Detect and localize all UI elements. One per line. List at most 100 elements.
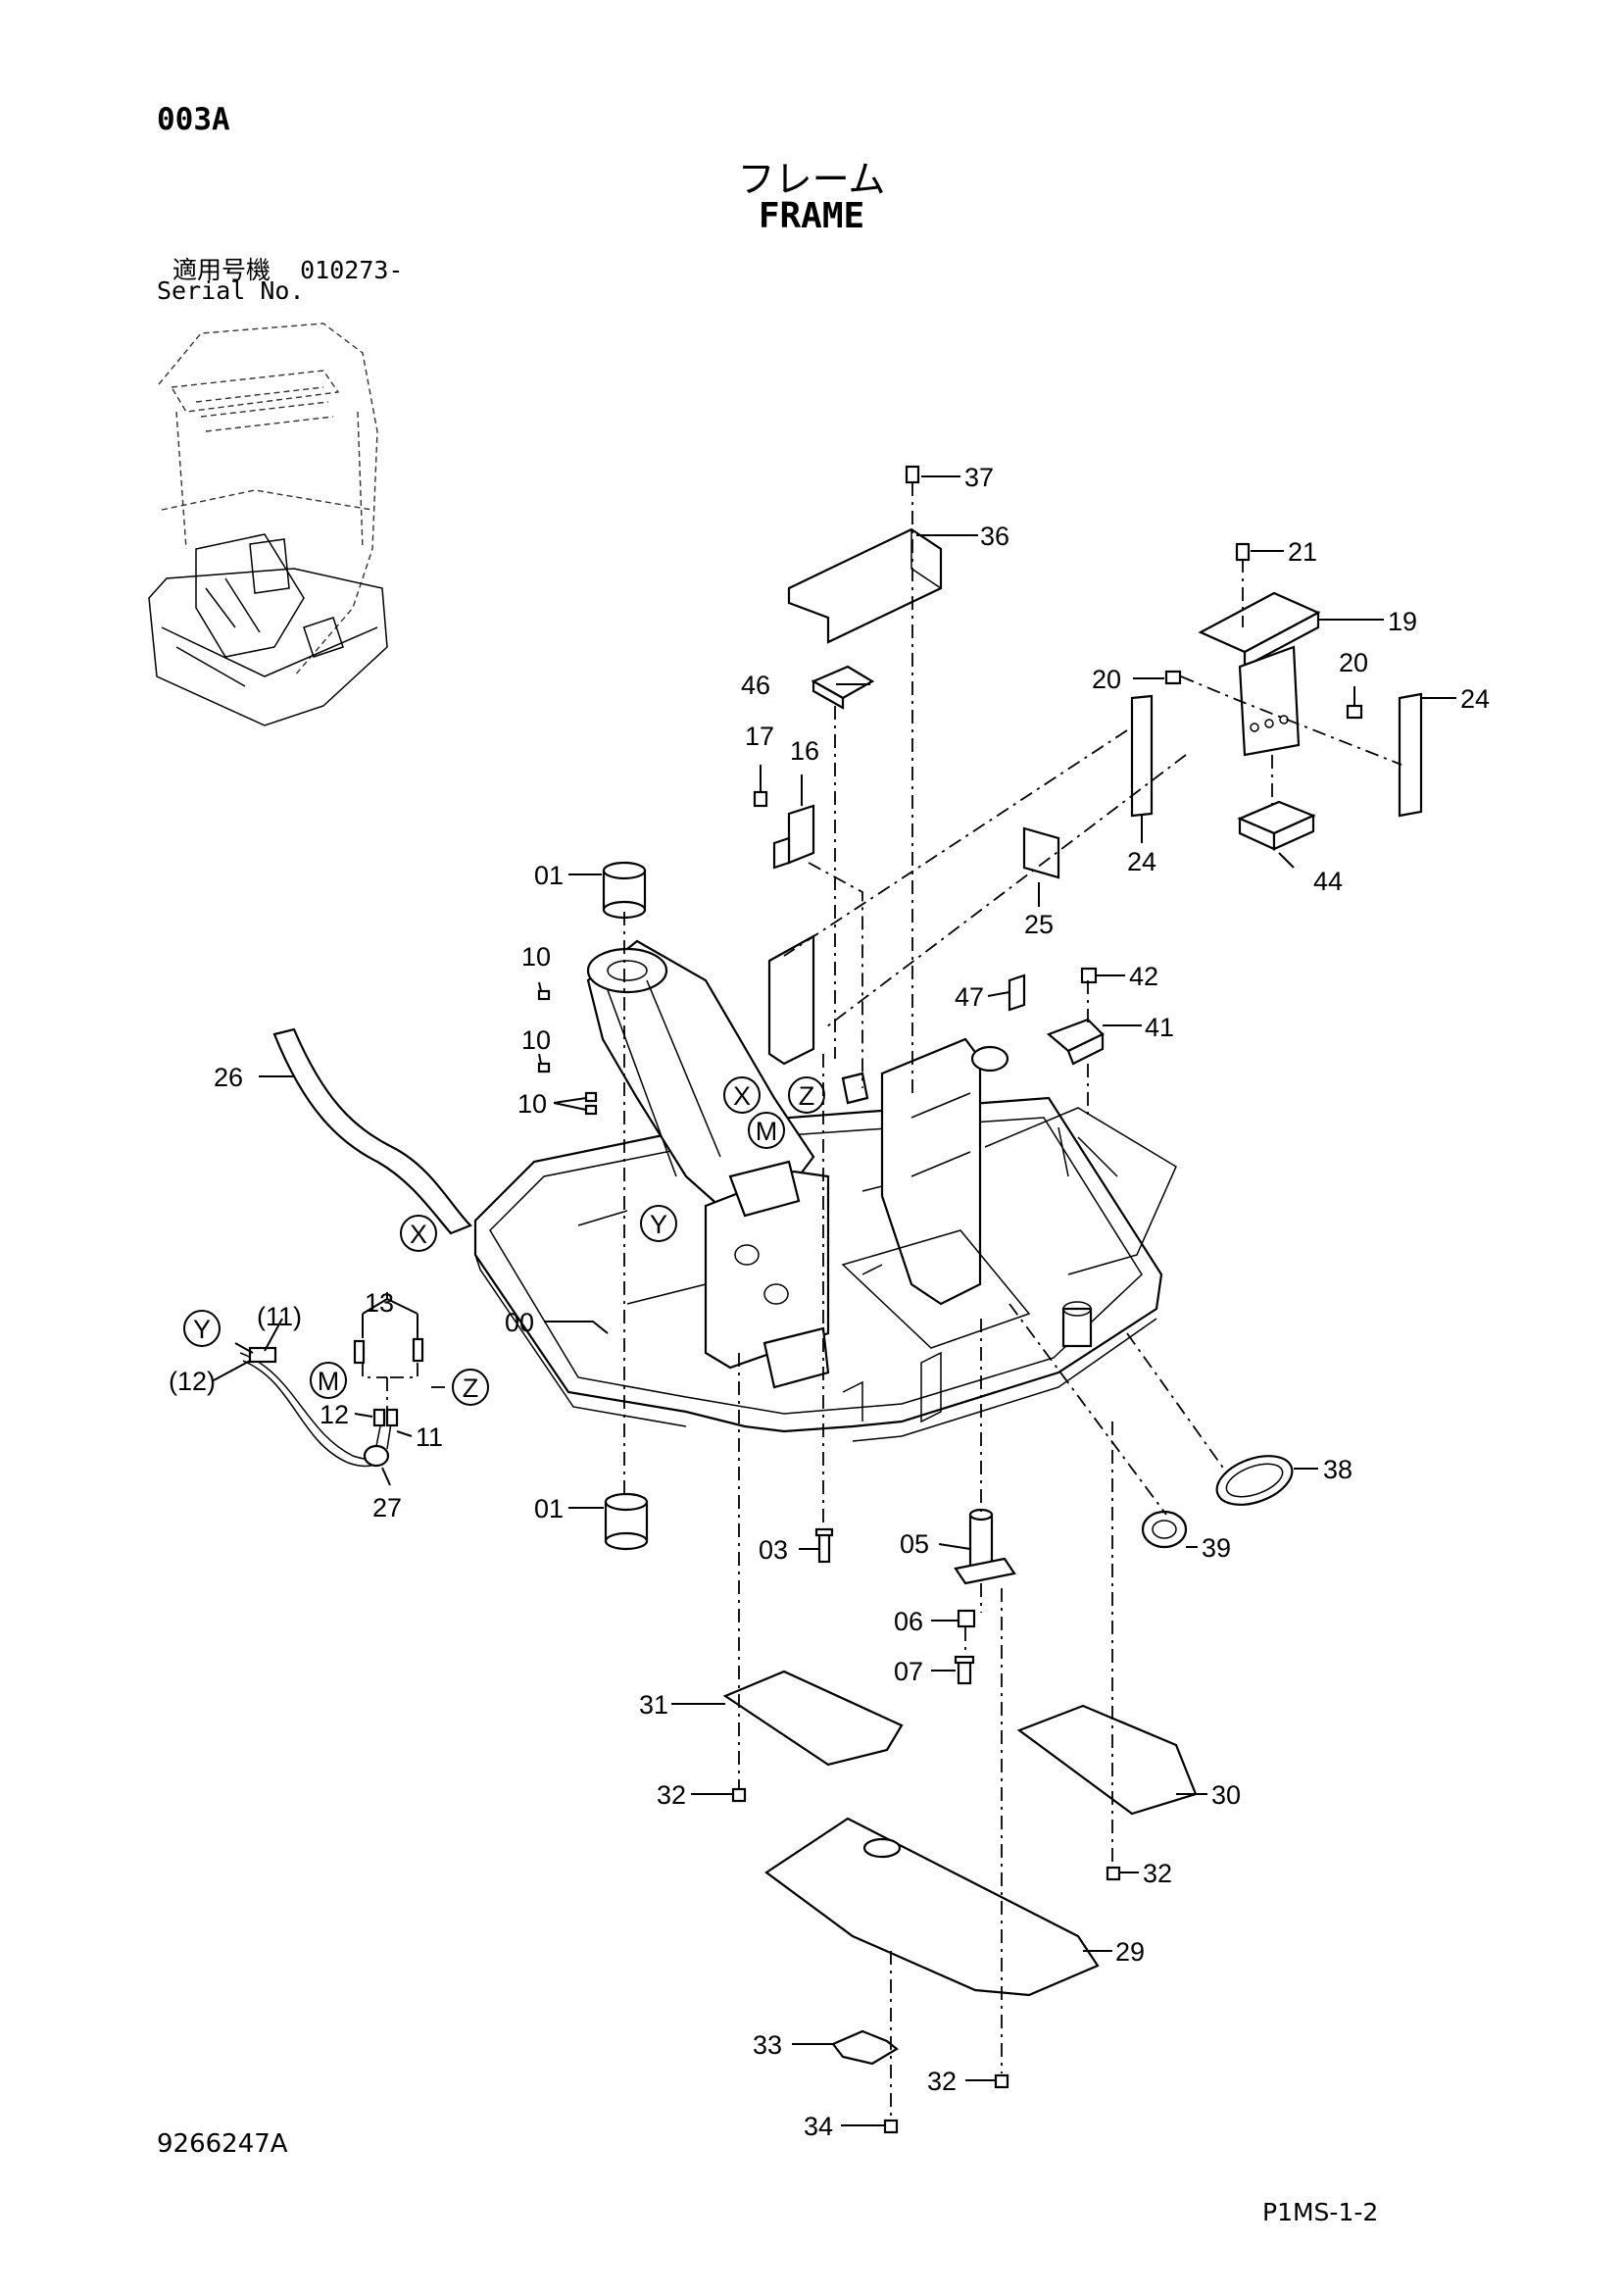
bushing-upper [602,861,647,920]
bolt-10b [537,1062,551,1073]
page-reference: P1MS-1-2 [1262,2198,1379,2226]
bolt-10a [537,989,551,1001]
page-title-en: FRAME [758,196,865,236]
bolt-03 [814,1527,834,1564]
callout-31: 31 [639,1690,668,1720]
callout-32-left: 32 [657,1780,686,1810]
callout-42: 42 [1129,962,1158,991]
callout-03: 03 [759,1535,788,1565]
callout-30: 30 [1211,1780,1241,1810]
bolt-07 [954,1655,975,1685]
plate-31 [722,1670,904,1767]
bolt-34 [883,2119,899,2134]
callout-12-paren: (12) [169,1367,216,1396]
svg-text:X: X [410,1220,427,1249]
callout-38: 38 [1323,1455,1352,1484]
callout-36: 36 [980,522,1009,551]
svg-text:Y: Y [650,1210,667,1239]
bolt-32b [1106,1866,1121,1881]
svg-text:M: M [318,1367,340,1396]
assembly-lines [362,482,1402,2121]
callout-01-lower: 01 [534,1494,564,1523]
marker-m-frame: M [748,1112,785,1149]
hose-26 [272,1027,472,1235]
bracket-19-support [1238,645,1301,757]
bolt-20-right [1346,704,1363,720]
callout-41: 41 [1145,1013,1174,1042]
callout-12: 12 [320,1400,349,1429]
callout-29: 29 [1115,1937,1145,1967]
bolt-32c [994,2073,1009,2089]
connector-13 [353,1337,424,1365]
marker-x-hose: X [400,1215,437,1252]
machine-overview-thumbnail [148,323,388,726]
block-44 [1237,800,1316,851]
bolt-10c [584,1091,598,1116]
callout-24-right: 24 [1460,684,1490,714]
harness-27 [239,1346,399,1468]
marker-y-frame: Y [640,1205,677,1242]
clip-47 [1008,973,1026,1012]
bolt-21 [1235,542,1251,562]
bushing-lower [604,1492,649,1551]
bracket-41 [1046,1018,1105,1066]
plate-30 [1016,1704,1198,1816]
callout-24-left: 24 [1127,847,1156,876]
callout-06: 06 [894,1607,923,1636]
document-number: 9266247A [157,2129,288,2159]
bolt-42 [1080,967,1098,984]
bracket-16 [772,804,815,870]
callout-44: 44 [1313,867,1343,896]
serial-range: 適用号機 010273- [172,251,403,286]
callout-10-a: 10 [521,942,551,972]
callout-32-right: 32 [1143,1859,1172,1888]
callout-10-b: 10 [521,1025,551,1055]
leader-lines [213,475,1456,2126]
callout-32-bottom: 32 [927,2067,957,2096]
callout-39: 39 [1202,1533,1231,1563]
svg-text:Y: Y [193,1315,211,1344]
bolt-17 [753,790,768,808]
callout-27: 27 [372,1493,402,1522]
bolt-37 [905,465,920,484]
callout-25: 25 [1024,910,1054,939]
serial-value: 010273- [300,256,404,284]
callout-17: 17 [745,722,774,751]
bolt-32a [731,1787,747,1803]
callout-34: 34 [804,2112,833,2141]
callout-11: 11 [416,1423,443,1452]
cover-36 [787,527,943,644]
callout-11-paren: (11) [257,1302,302,1331]
strip-24-right [1398,692,1423,818]
svg-text:M: M [756,1117,778,1146]
reference-markers: X M Z Y X Y M Z [183,1076,825,1406]
page-title-jp: フレーム [737,158,886,201]
callout-05: 05 [900,1529,929,1559]
plate-19 [1198,591,1321,669]
serial-label-en: Serial No. [157,276,305,305]
callout-labels: 37 36 21 19 20 20 24 46 17 16 24 44 25 0… [169,463,1490,2141]
pin-05 [954,1508,1016,1585]
callout-00: 00 [505,1308,534,1337]
callout-10-c: 10 [517,1089,547,1119]
svg-text:Z: Z [463,1373,479,1403]
plate-29 [764,1817,1100,1997]
callout-20-right: 20 [1339,648,1368,677]
callout-46: 46 [741,671,770,700]
marker-m-harness: M [310,1362,347,1399]
marker-x-frame: X [723,1076,761,1114]
callout-26: 26 [214,1063,243,1092]
callout-37: 37 [964,463,994,492]
bolt-20-left [1164,670,1182,685]
nut-06 [957,1609,976,1628]
callout-01-upper: 01 [534,861,564,890]
marker-z-frame: Z [788,1076,825,1114]
strip-24-left [1130,694,1154,818]
marker-z-harness: Z [452,1369,489,1406]
callout-07: 07 [894,1657,923,1686]
svg-text:Z: Z [799,1081,815,1111]
grommet-38 [1215,1455,1294,1506]
callout-16: 16 [790,736,819,766]
marker-y-harness: Y [183,1310,221,1347]
